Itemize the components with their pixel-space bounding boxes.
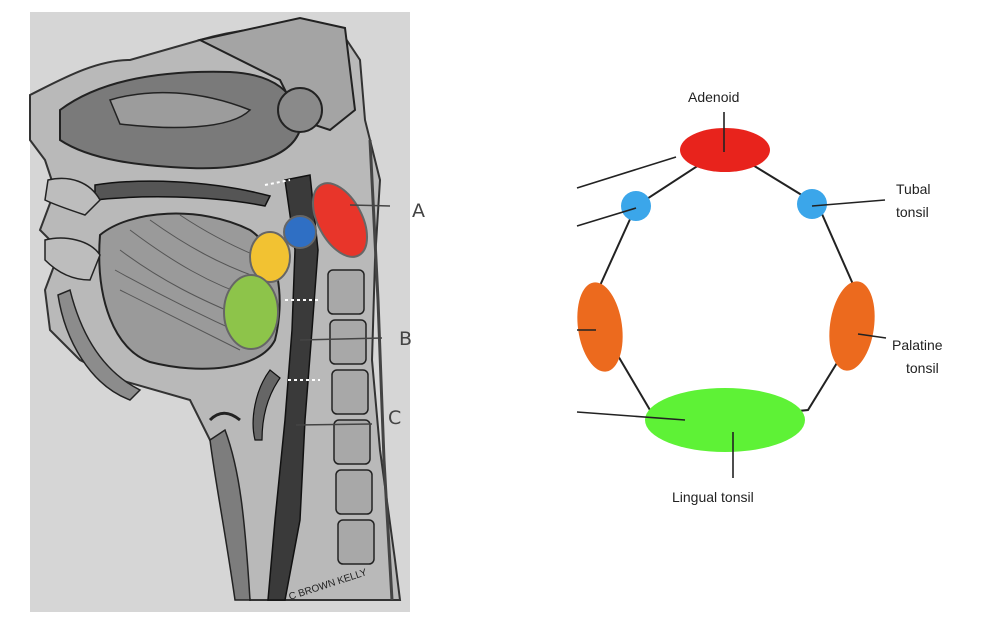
tubal-tonsil-left-shape bbox=[621, 191, 651, 221]
palatine-tonsil-highlight bbox=[249, 231, 291, 283]
mandible bbox=[57, 288, 142, 401]
tubal-tonsil-right-shape bbox=[797, 189, 827, 219]
hard-palate bbox=[94, 180, 272, 207]
palatine-tonsil-left-shape bbox=[577, 282, 623, 372]
cervical-vertebrae bbox=[327, 269, 375, 565]
sagittal-section-illustration: A B C C BROWN KELLY bbox=[29, 12, 425, 612]
sphenoid-sinus bbox=[277, 87, 323, 133]
label-tubal-line1: Tubal bbox=[896, 181, 931, 197]
epiglottis bbox=[252, 369, 281, 441]
palatine-tonsil-right-shape bbox=[829, 281, 875, 371]
label-lingual-tonsil: Lingual tonsil bbox=[672, 489, 754, 505]
label-b: B bbox=[399, 328, 412, 350]
lower-lip bbox=[44, 237, 101, 281]
waldeyer-ring-diagram: Adenoid Tubal tonsil Palatine tonsil Lin… bbox=[576, 89, 943, 505]
adenoid-highlight bbox=[311, 182, 369, 258]
larynx bbox=[209, 428, 251, 601]
adenoid-shape bbox=[680, 128, 770, 172]
ring-leader-lines bbox=[576, 112, 887, 478]
leader-a bbox=[349, 204, 391, 207]
label-palatine-line2: tonsil bbox=[906, 360, 939, 376]
label-adenoid: Adenoid bbox=[688, 89, 739, 105]
nasal-turbinate bbox=[108, 91, 252, 129]
upper-lip bbox=[44, 177, 101, 216]
pharyngeal-airway bbox=[267, 174, 319, 601]
lingual-tonsil-highlight bbox=[223, 274, 279, 350]
ring-outline bbox=[596, 146, 858, 420]
label-c: C bbox=[388, 407, 401, 429]
spinal-cord bbox=[368, 139, 394, 601]
hyoid bbox=[208, 411, 241, 422]
label-tubal-line2: tonsil bbox=[896, 204, 929, 220]
label-palatine-line1: Palatine bbox=[892, 337, 943, 353]
lingual-tonsil-shape bbox=[645, 388, 805, 452]
tubal-tonsil-highlight bbox=[283, 215, 317, 249]
leader-b bbox=[299, 337, 383, 341]
label-a: A bbox=[412, 200, 425, 222]
pharynx-level-dashes bbox=[264, 179, 320, 381]
leader-c bbox=[295, 423, 373, 426]
